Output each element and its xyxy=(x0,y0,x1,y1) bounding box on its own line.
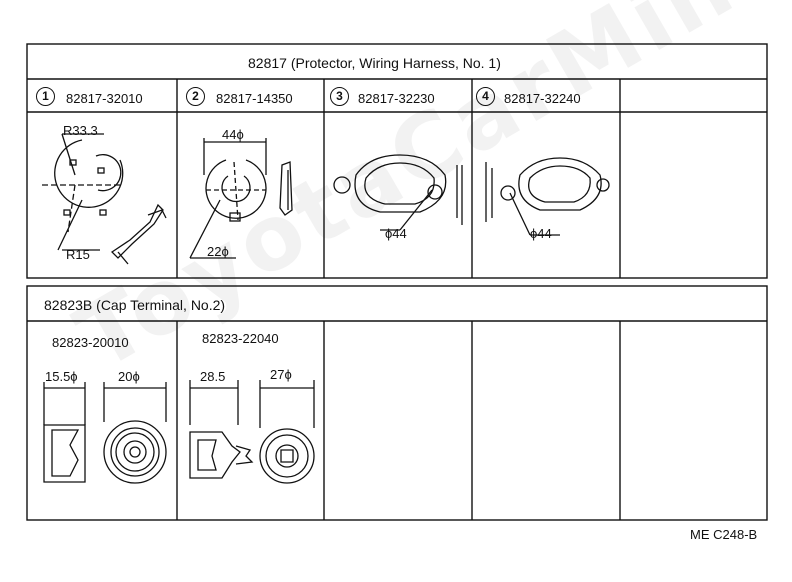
dimension-label: ϕ44 xyxy=(385,226,407,241)
section2-header: 82823B (Cap Terminal, No.2) xyxy=(44,297,226,313)
part-number-badge: 2 xyxy=(186,87,205,106)
dimension-label: 44ϕ xyxy=(222,127,244,142)
part-code: 82817-32230 xyxy=(358,91,435,106)
dimension-label: 22ϕ xyxy=(207,244,229,259)
part-code: 82823-20010 xyxy=(52,335,129,350)
dimension-label: R33.3 xyxy=(63,123,98,138)
section1-header: 82817 (Protector, Wiring Harness, No. 1) xyxy=(248,55,501,71)
dimension-label: 20ϕ xyxy=(118,369,140,384)
part-number-badge: 4 xyxy=(476,87,495,106)
dimension-label: ϕ44 xyxy=(530,226,552,241)
drawing-reference-code: ME C248-B xyxy=(690,527,758,542)
dimension-label: 15.5ϕ xyxy=(45,369,78,384)
part-code: 82817-32240 xyxy=(504,91,581,106)
dimension-label: R15 xyxy=(66,247,90,262)
part-number-badge: 1 xyxy=(36,87,55,106)
part-code: 82823-22040 xyxy=(202,331,279,346)
part-code: 82817-32010 xyxy=(66,91,143,106)
part-code: 82817-14350 xyxy=(216,91,293,106)
part-number-badge: 3 xyxy=(330,87,349,106)
dimension-label: 28.5 xyxy=(200,369,226,384)
dimension-label: 27ϕ xyxy=(270,367,292,382)
